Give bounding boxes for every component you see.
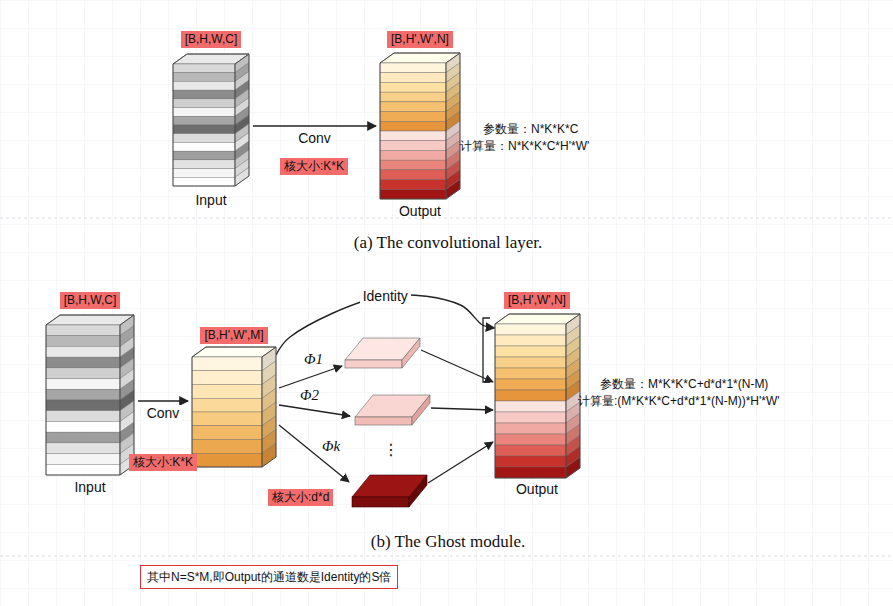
kernel-size-tag: 核大小:d*d	[268, 489, 333, 506]
dashed-guide	[0, 556, 893, 557]
ghost-feature-map	[352, 475, 427, 507]
ellipsis: ⋮	[383, 440, 399, 460]
tensor-illustration	[380, 53, 460, 199]
phi-arrow	[279, 366, 350, 482]
tensor-illustration	[46, 315, 134, 475]
ghost-feature-map	[355, 395, 430, 425]
feature-stack	[380, 53, 460, 199]
tensor-illustration	[495, 314, 580, 478]
ghost-feature-map	[345, 338, 420, 368]
connector-arrow	[138, 400, 188, 401]
op-symbol: Φ2	[300, 386, 319, 404]
flop-count: 计算量：N*K*K*C*H'*W'	[460, 139, 589, 154]
tensor-illustration	[173, 54, 249, 186]
feature-stack	[46, 315, 134, 475]
shape-tag: [B,H,W,C]	[181, 31, 242, 48]
feature-stack	[173, 54, 249, 186]
shape-tag: [B,H',W',N]	[504, 292, 570, 309]
kernel-size-tag: 核大小:K*K	[280, 158, 348, 175]
connector-label: Identity	[360, 288, 411, 305]
connector-label: Conv	[144, 405, 183, 422]
dashed-guide	[0, 218, 893, 219]
block-name: Input	[195, 192, 226, 209]
flop-count: 计算量:(M*K*K*C+d*d*1*(N-M))*H'*W'	[578, 394, 780, 409]
tensor-block: [B,H,W,C] Input	[46, 292, 134, 496]
feature-stack	[495, 314, 580, 478]
feature-stack	[192, 347, 276, 467]
param-count: 参数量：M*K*K*C+d*d*1*(N-M)	[600, 377, 768, 392]
caption: (b) The Ghost module.	[371, 532, 526, 552]
block-name: Output	[516, 481, 558, 498]
merge-arrow	[421, 350, 493, 483]
tensor-block: [B,H',W',M]	[192, 327, 276, 467]
shape-tag: [B,H',W',M]	[200, 327, 267, 344]
op-symbol: Φk	[322, 437, 340, 455]
op-symbol: Φ1	[304, 350, 323, 368]
tensor-block: [B,H,W,C] Input	[173, 31, 249, 209]
connector-label: Conv	[295, 130, 334, 147]
tensor-block: [B,H',W',N] Output	[495, 292, 580, 498]
param-count: 参数量：N*K*K*C	[483, 122, 578, 137]
note: 其中N=S*M,即Output的通道数是Identity的S倍	[140, 565, 398, 589]
kernel-size-tag: 核大小:K*K	[129, 454, 197, 471]
shape-tag: [B,H',W',N]	[387, 31, 453, 48]
block-name: Output	[399, 203, 441, 220]
caption: (a) The convolutional layer.	[354, 233, 543, 253]
connector-arrow	[253, 125, 376, 126]
tensor-block: [B,H',W',N] Output	[380, 31, 460, 220]
tensor-illustration	[192, 347, 276, 467]
shape-tag: [B,H,W,C]	[60, 292, 121, 309]
block-name: Input	[74, 479, 105, 496]
